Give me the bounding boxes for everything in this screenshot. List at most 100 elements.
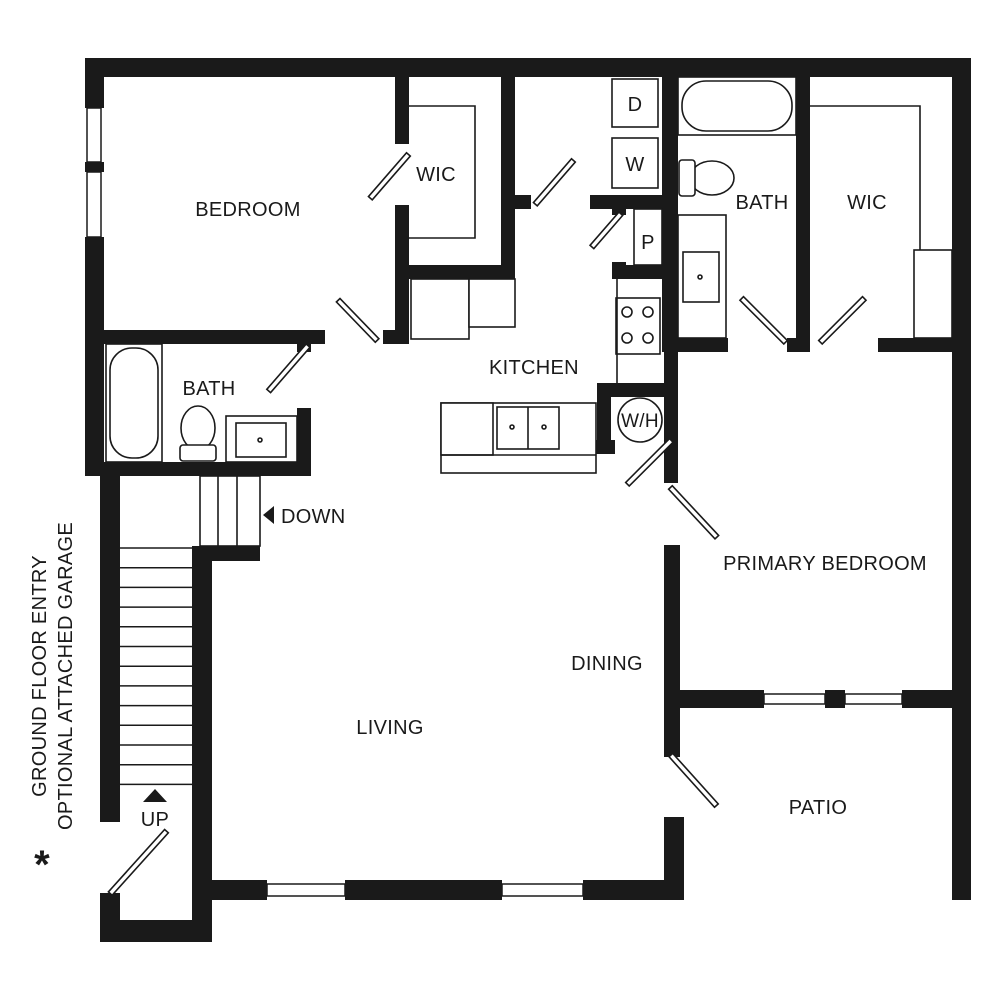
washer (611, 137, 659, 189)
dishwasher (440, 402, 494, 456)
door-bedroom-wic (367, 151, 412, 201)
door-primary-bedroom (667, 484, 720, 541)
room-labels: BEDROOM WIC BATH KITCHEN BATH WIC PRIMAR… (29, 94, 927, 887)
wall-stair-door-stub (100, 893, 120, 923)
wall-bedroom-right-foot (383, 330, 409, 344)
wall-wh-top (597, 383, 678, 397)
water-heater (617, 397, 663, 443)
side-note-line2: OPTIONAL ATTACHED GARAGE (55, 522, 77, 830)
wall-laundry-right (662, 58, 678, 348)
wall-wic-right (501, 58, 515, 279)
stove (615, 297, 661, 355)
wall-stair-top (192, 546, 260, 561)
door-bath-left (265, 342, 312, 394)
wall-bottom-2 (345, 880, 502, 900)
door-bath-right (738, 295, 789, 346)
sink-right-drain (697, 274, 703, 280)
walls (85, 58, 971, 942)
label-up: UP (141, 809, 169, 831)
window-bedroom-left-2 (86, 171, 102, 238)
wall-primary-left (664, 545, 680, 757)
wall-wic-bottom (395, 265, 515, 279)
window-living-1 (266, 883, 346, 897)
wall-left-mid (85, 162, 104, 172)
stair-landing (199, 475, 261, 547)
wall-pantry-bottom (612, 265, 672, 279)
wall-bath-right (297, 408, 311, 476)
label-primary-bedroom: PRIMARY BEDROOM (723, 553, 927, 575)
wall-bath-bottom (85, 462, 310, 476)
wall-stair-bottom (100, 920, 212, 942)
wall-bottom-3 (583, 880, 684, 900)
up-arrow-icon (143, 789, 167, 802)
door-kitchen-closet (532, 157, 577, 207)
wall-right (952, 58, 971, 900)
faucet-left (509, 424, 515, 430)
toilet-right-bowl (689, 160, 735, 196)
window-bedroom-left-1 (86, 107, 102, 163)
label-bedroom: BEDROOM (195, 199, 300, 221)
window-living-2 (501, 883, 584, 897)
stair-treads (120, 547, 192, 786)
toilet-left-bowl (180, 405, 216, 451)
door-bedroom (335, 297, 381, 344)
label-bath-right: BATH (735, 192, 788, 214)
burner-4 (642, 332, 654, 344)
wall-left-upper (85, 58, 104, 108)
label-water-heater: W/H (621, 411, 659, 432)
wall-bottom-1 (195, 880, 267, 900)
dryer (611, 78, 659, 128)
label-pantry: P (641, 232, 655, 254)
wall-stair-left (100, 476, 120, 822)
wic-right-shelf (810, 105, 921, 250)
toilet-left-tank (179, 444, 217, 462)
wic-left-shelf (409, 105, 476, 239)
burner-1 (621, 306, 633, 318)
label-bath-left: BATH (182, 378, 235, 400)
toilet-right-tank (678, 159, 696, 197)
label-living: LIVING (356, 717, 423, 739)
label-patio: PATIO (789, 797, 848, 819)
side-note-asterisk: * (34, 843, 50, 887)
wall-bath-wic-divider (796, 58, 810, 352)
wall-laundry-bottom (590, 195, 670, 209)
window-primary-2 (844, 693, 903, 705)
door-pantry (588, 210, 624, 250)
door-ground-entry (107, 828, 170, 897)
pantry (633, 208, 663, 266)
bathtub-left-inner (109, 347, 159, 459)
door-wic-right (817, 295, 868, 346)
wall-wic-right-bottom (878, 338, 971, 352)
label-washer: W (625, 154, 644, 176)
burner-2 (642, 306, 654, 318)
doors (107, 151, 868, 897)
label-wic-right: WIC (847, 192, 887, 214)
wall-wh-left (597, 383, 611, 453)
sink-left-drain (257, 437, 263, 443)
door-patio (667, 752, 720, 809)
wall-left-lower (85, 237, 104, 475)
wall-pantry-left (612, 195, 626, 215)
wall-top (85, 58, 971, 77)
wall-bedroom-right-top (395, 58, 409, 144)
label-dryer: D (628, 94, 643, 116)
wall-primary-bottom-left (664, 690, 764, 708)
label-wic-left: WIC (416, 164, 456, 186)
kitchen-cabinet-fridge (410, 278, 470, 340)
label-dining: DINING (571, 653, 643, 675)
wall-wh-right (664, 348, 678, 483)
fixtures (105, 76, 953, 547)
wall-primary-bottom-right (902, 690, 971, 708)
wall-bath-right-bottom (662, 338, 728, 352)
window-primary-1 (763, 693, 826, 705)
label-kitchen: KITCHEN (489, 357, 579, 379)
wall-patio-left (664, 817, 684, 900)
faucet-right (541, 424, 547, 430)
windows (86, 107, 903, 897)
door-water-heater (624, 437, 675, 488)
wall-bath-wic-foot (787, 338, 810, 352)
wall-pantry-foot (612, 262, 626, 279)
bathtub-right-inner (681, 80, 793, 132)
wic-right-cabinet (913, 249, 953, 339)
